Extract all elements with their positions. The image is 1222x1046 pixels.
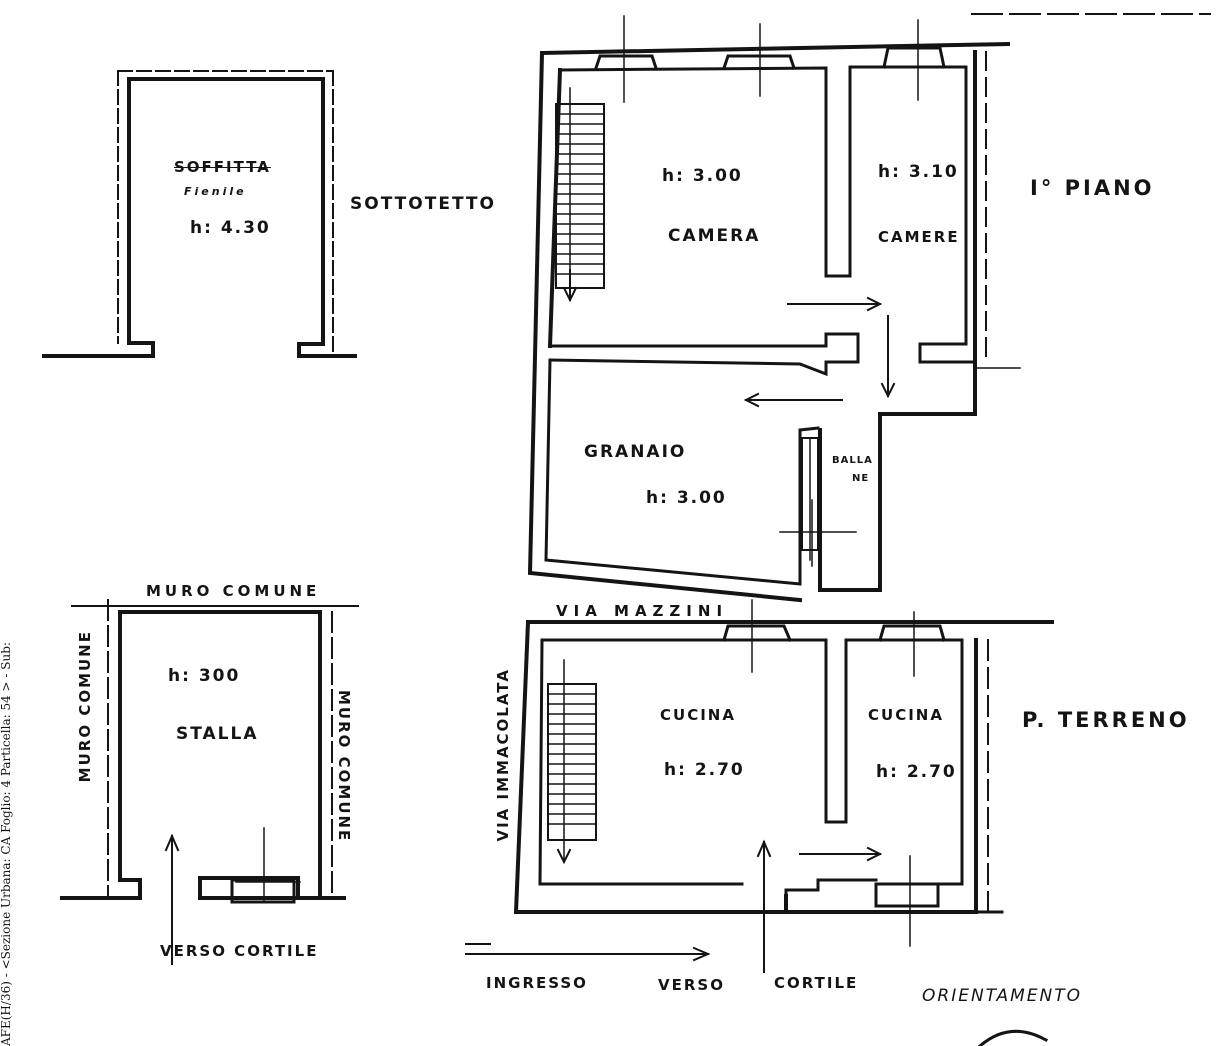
compass-arc — [977, 1029, 1049, 1046]
stable-wall-right: MURO COMUNE — [335, 690, 353, 843]
first-floor-label: I° PIANO — [1030, 176, 1155, 200]
margin-note-text: Sezione Urbana: CA Foglio: 4 Particella:… — [0, 642, 13, 960]
margin-note-prefix: AFE(H/36) - < — [0, 959, 13, 1046]
stable-toward-courtyard: VERSO CORTILE — [160, 942, 319, 960]
stable-wall-top: MURO COMUNE — [146, 582, 321, 600]
ground-floor-label: P. TERRENO — [1022, 708, 1190, 732]
orientation-label: ORIENTAMENTO — [922, 986, 1083, 1006]
attic-room-struck: SOFFITTA — [174, 158, 271, 176]
attic-floor-label: SOTTOTETTO — [350, 194, 496, 214]
granaio-name: GRANAIO — [584, 442, 687, 462]
camere-height: h: 3.10 — [878, 162, 959, 182]
kitchen-2-height: h: 2.70 — [876, 762, 957, 782]
ground-floor-walls — [465, 599, 1054, 973]
camera-name: CAMERA — [668, 226, 761, 246]
attic-room-name: Fienile — [184, 185, 247, 198]
granaio-height: h: 3.00 — [646, 488, 727, 508]
street-via-immacolata: VIA IMMACOLATA — [494, 668, 512, 842]
stable-wall-left: MURO COMUNE — [76, 630, 94, 783]
first-floor-walls — [527, 15, 1021, 603]
stable-height: h: 300 — [168, 666, 241, 686]
entrance-label: INGRESSO — [486, 974, 588, 992]
kitchen-1-height: h: 2.70 — [664, 760, 745, 780]
camera-height: h: 3.00 — [662, 166, 743, 186]
kitchen-1-name: CUCINA — [660, 706, 736, 724]
toward-label: VERSO — [658, 976, 725, 994]
stable-room-name: STALLA — [176, 724, 259, 744]
balcony-label-b: NE — [852, 473, 870, 484]
kitchen-2-name: CUCINA — [868, 706, 944, 724]
courtyard-label: CORTILE — [774, 974, 859, 992]
camere-name: CAMERE — [878, 228, 960, 246]
attic-height: h: 4.30 — [190, 218, 271, 238]
margin-cadastral-note: AFE(H/36) - <Sezione Urbana: CA Foglio: … — [0, 520, 13, 1046]
attic-walls — [42, 70, 357, 358]
stable-walls — [60, 599, 359, 965]
balcony-label-a: BALLA — [832, 455, 873, 466]
street-via-mazzini: VIA MAZZINI — [556, 602, 729, 620]
